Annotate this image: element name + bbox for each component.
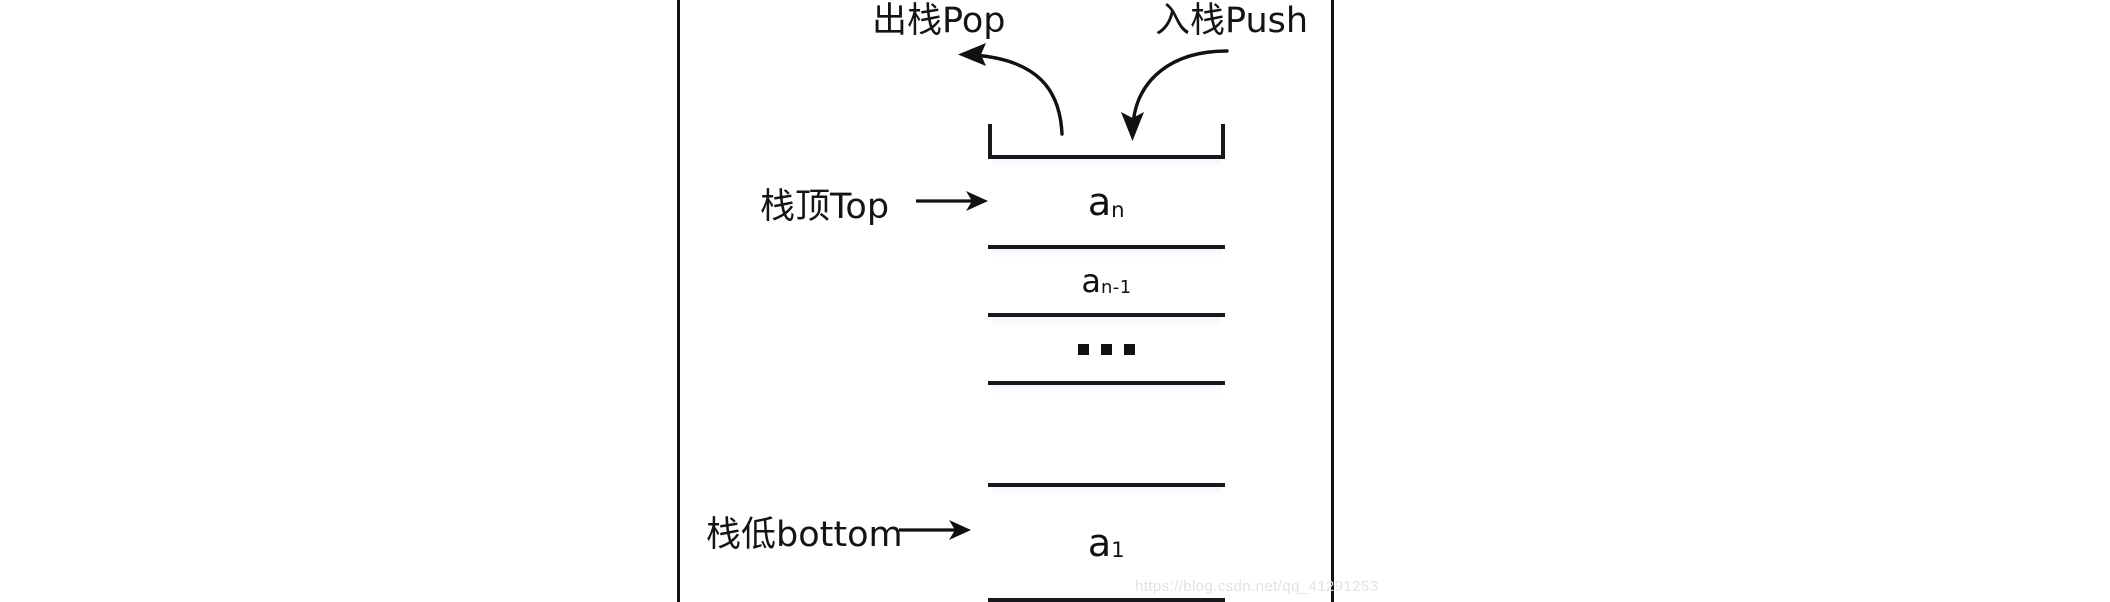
label-push: 入栈Push (1155, 1, 1309, 41)
dot (1124, 343, 1135, 355)
dot (1078, 343, 1089, 355)
cell-subscript: 1 (1111, 538, 1126, 564)
cell-shade (992, 317, 1221, 327)
label-stack-bottom: 栈低bottom (706, 515, 903, 555)
ellipsis-dots-icon (1078, 343, 1135, 355)
stack-cell-empty (988, 381, 1225, 483)
cell-subscript: n-1 (1100, 277, 1132, 299)
frame-right-rule (1331, 0, 1334, 602)
cell-shade (992, 249, 1221, 259)
stack-cell-ellipsis (988, 313, 1225, 381)
curved-arrow-up-left-icon (958, 43, 1064, 136)
arrow-right-icon (899, 520, 971, 540)
dot (1101, 343, 1112, 355)
watermark: https://blog.csdn.net/qq_41291253 (1135, 578, 1379, 595)
cell-shade (992, 385, 1221, 395)
stack-cell-label: an-1 (1081, 265, 1131, 297)
stack-cell-an-1: an-1 (988, 245, 1225, 313)
cell-subscript: n (1111, 197, 1126, 223)
stack-container: an an-1 a1 (988, 124, 1225, 602)
label-pop: 出栈Pop (872, 1, 1006, 41)
stack-cell-label: a1 (1088, 524, 1125, 562)
cell-base: a (1087, 180, 1112, 224)
label-stack-top: 栈顶Top (760, 187, 890, 227)
cell-base: a (1087, 520, 1112, 565)
stack-cell-an: an (988, 155, 1225, 245)
cell-shade (992, 159, 1221, 169)
arrow-right-icon (916, 191, 988, 211)
stack-cell-label: an (1088, 183, 1125, 221)
frame-left-rule (677, 0, 680, 602)
cell-base: a (1081, 262, 1101, 300)
curved-arrow-down-left-icon (1121, 49, 1229, 141)
cell-shade (992, 487, 1221, 497)
